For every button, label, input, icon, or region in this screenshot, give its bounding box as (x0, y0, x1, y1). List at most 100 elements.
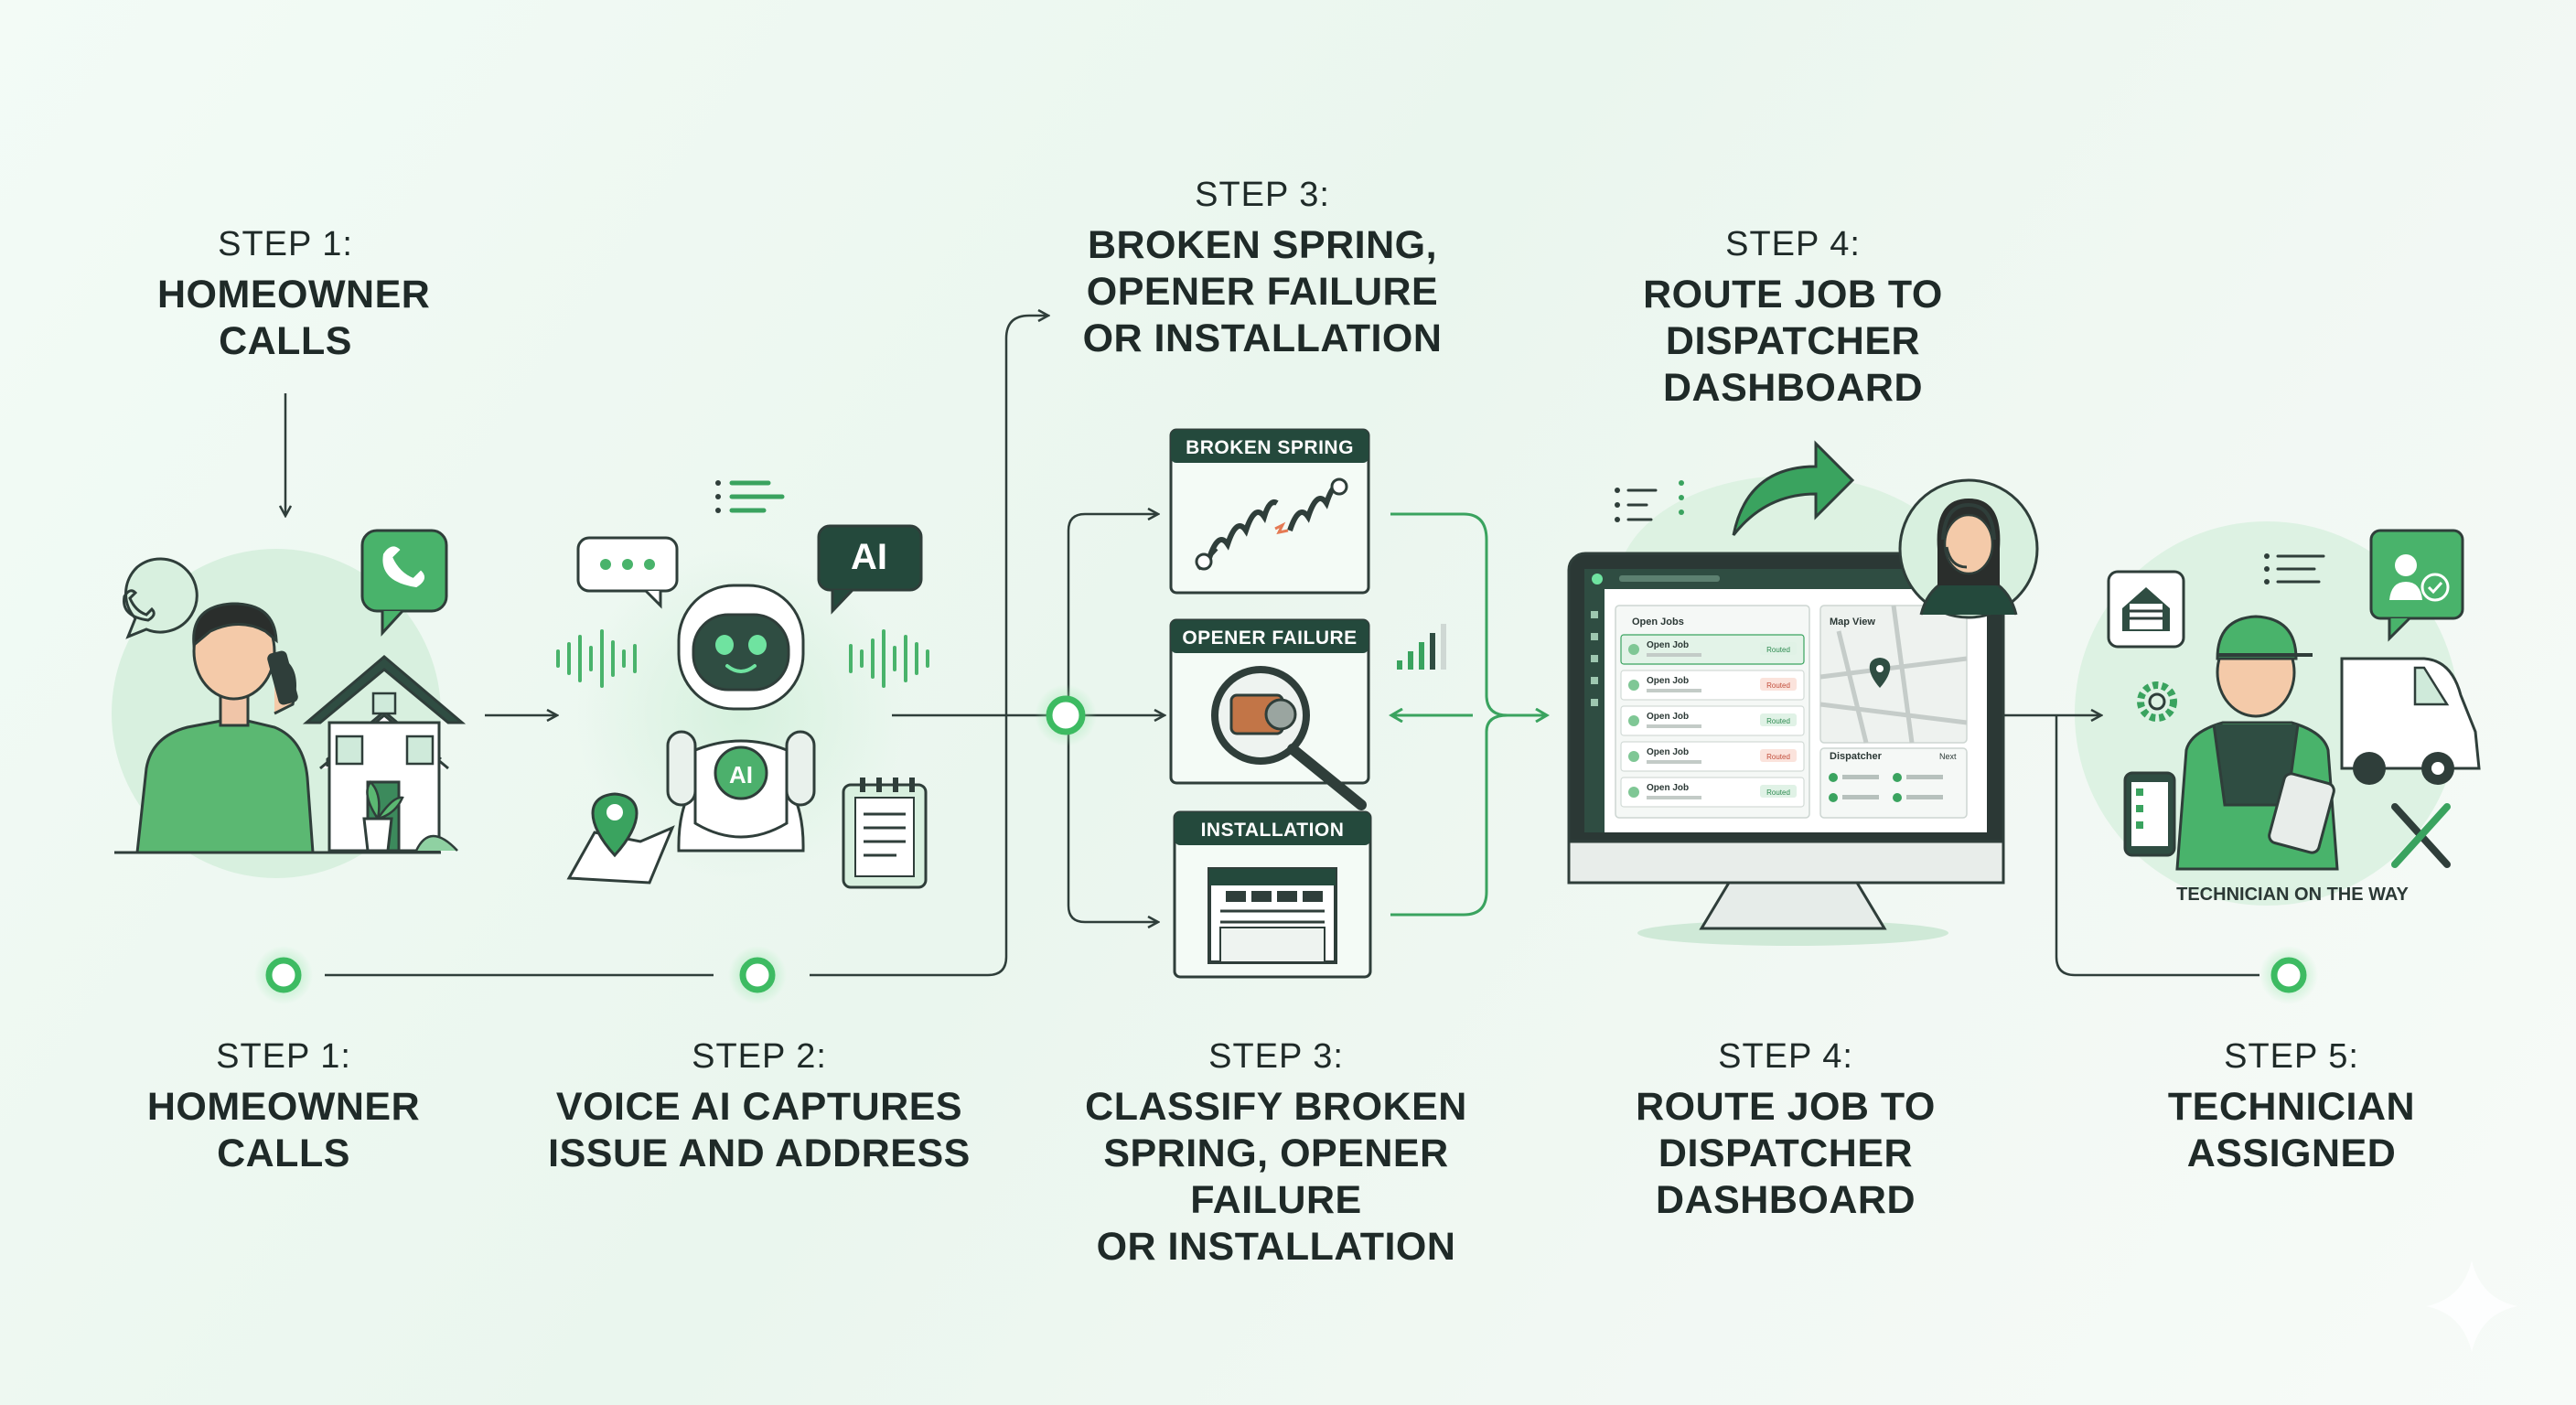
bottom-step4-block: STEP 4: ROUTE JOB TO DISPATCHER DASHBOAR… (1603, 1037, 1969, 1224)
bottom-step2-line1: VOICE AI CAPTURES (555, 1085, 963, 1129)
ai-badge (817, 524, 923, 592)
bottom-step3-block: STEP 3: CLASSIFY BROKEN SPRING, OPENER F… (1015, 1037, 1537, 1271)
homeowner-illustration (114, 529, 467, 854)
bottom-step4-line2: DISPATCHER (1658, 1132, 1914, 1175)
category-card-spring (1169, 428, 1370, 595)
top-step4-line2: DISPATCHER (1665, 319, 1921, 363)
line-to-step5 (2055, 715, 2259, 977)
job-status-badge: Routed (1766, 681, 1790, 690)
bottom-step5-block: STEP 5: TECHNICIAN ASSIGNED (2131, 1037, 2452, 1177)
tools-icon (2391, 803, 2451, 868)
job-status-dot (1628, 715, 1639, 726)
top-step4-line1: ROUTE JOB TO (1643, 273, 1943, 316)
top-step3-line1: BROKEN SPRING, (1087, 223, 1438, 267)
job-status-badge: Routed (1766, 788, 1790, 797)
job-label: Open Job (1647, 712, 1689, 722)
line-bottom-2-hub (810, 715, 1008, 977)
category-opener-label: OPENER FAILURE (1182, 627, 1357, 649)
ai-badge-label: AI (851, 537, 887, 577)
bottom-step2-number: STEP 2: (692, 1037, 827, 1076)
node-step1 (254, 946, 313, 1004)
node-step2 (728, 946, 787, 1004)
arrow-to-installation (1067, 715, 1157, 922)
bottom-step5-line2: ASSIGNED (2186, 1132, 2397, 1175)
top-step3-line2: OPENER FAILURE (1086, 270, 1439, 314)
bottom-step5-title: TECHNICIAN ASSIGNED (2131, 1084, 2452, 1177)
job-label: Open Job (1647, 783, 1689, 793)
top-step4-line3: DASHBOARD (1663, 366, 1923, 410)
open-jobs-title: Open Jobs (1632, 617, 1684, 627)
dispatcher-rows (1829, 773, 1943, 802)
job-status-badge: Routed (1766, 646, 1790, 654)
technician-illustration (2107, 529, 2481, 871)
top-step1-number: STEP 1: (218, 225, 353, 263)
bg-blob-robot (576, 549, 906, 878)
category-card-installation (1173, 810, 1372, 979)
gear-icon (2137, 681, 2177, 722)
signal-bars-icon (1397, 624, 1446, 670)
bottom-step4-line3: DASHBOARD (1656, 1178, 1916, 1222)
top-step1-block: STEP 1: HOMEOWNER CALLS (157, 225, 431, 365)
category-merge-lines (1390, 512, 1546, 917)
merge-installation (1390, 713, 1508, 917)
top-step3-title: BROKEN SPRING, OPENER FAILURE OR INSTALL… (1034, 222, 1491, 362)
arrow-to-spring (1067, 514, 1157, 715)
map-view-title: Map View (1830, 617, 1875, 627)
top-step4-block: STEP 4: ROUTE JOB TO DISPATCHER DASHBOAR… (1610, 225, 1976, 412)
job-status-dot (1628, 680, 1639, 691)
job-status-badge: Routed (1766, 717, 1790, 725)
dispatcher-next-link: Next (1939, 752, 1957, 761)
bottom-step2-line2: ISSUE AND ADDRESS (548, 1132, 971, 1175)
bottom-step1-block: STEP 1: HOMEOWNER CALLS (128, 1037, 439, 1177)
top-step1-line1: HOMEOWNER (157, 273, 431, 316)
top-step3-line3: OR INSTALLATION (1082, 316, 1443, 360)
category-card-opener (1169, 618, 1370, 810)
job-status-badge: Routed (1766, 753, 1790, 761)
bottom-step1-line1: HOMEOWNER (146, 1085, 421, 1129)
top-step1-line2: CALLS (219, 319, 352, 363)
job-label: Open Job (1647, 640, 1689, 650)
bottom-step5-line1: TECHNICIAN (2167, 1085, 2416, 1129)
top-step4-title: ROUTE JOB TO DISPATCHER DASHBOARD (1610, 272, 1976, 412)
merge-spring (1390, 512, 1546, 715)
top-step1-title: HOMEOWNER CALLS (157, 272, 431, 365)
bottom-step1-line2: CALLS (217, 1132, 350, 1175)
top-step3-block: STEP 3: BROKEN SPRING, OPENER FAILURE OR… (1034, 176, 1491, 362)
job-label: Open Job (1647, 676, 1689, 686)
node-hub (1035, 684, 1097, 746)
robot-chest-badge (714, 745, 768, 800)
bottom-step2-block: STEP 2: VOICE AI CAPTURES ISSUE AND ADDR… (540, 1037, 979, 1177)
voice-ai-illustration (556, 480, 929, 889)
bottom-step3-title: CLASSIFY BROKEN SPRING, OPENER FAILURE O… (1015, 1084, 1537, 1271)
bottom-step3-line1: CLASSIFY BROKEN (1085, 1085, 1467, 1129)
technician-check-icon (2369, 529, 2464, 620)
route-arrow-icon (1732, 440, 1855, 536)
bottom-step4-number: STEP 4: (1718, 1037, 1853, 1076)
bottom-step5-number: STEP 5: (2224, 1037, 2359, 1076)
job-status-dot (1628, 644, 1639, 655)
robot-chest-label: AI (729, 761, 753, 788)
top-step3-number: STEP 3: (1195, 176, 1330, 214)
sound-wave-right (849, 629, 929, 688)
dispatcher-title: Dispatcher (1830, 751, 1883, 762)
top-step4-number: STEP 4: (1725, 225, 1861, 263)
flow-nodes (254, 684, 2318, 1004)
bottom-step3-number: STEP 3: (1208, 1037, 1344, 1076)
sparkle-icon (2426, 1260, 2517, 1352)
sound-wave-left (556, 629, 637, 688)
job-label: Open Job (1647, 747, 1689, 757)
bottom-step3-line3: OR INSTALLATION (1096, 1225, 1456, 1269)
bottom-step3-line2: SPRING, OPENER FAILURE (1103, 1132, 1449, 1222)
category-installation-label: INSTALLATION (1201, 820, 1345, 841)
bottom-step1-title: HOMEOWNER CALLS (128, 1084, 439, 1177)
bottom-step4-title: ROUTE JOB TO DISPATCHER DASHBOARD (1603, 1084, 1969, 1224)
node-step5 (2259, 946, 2318, 1004)
